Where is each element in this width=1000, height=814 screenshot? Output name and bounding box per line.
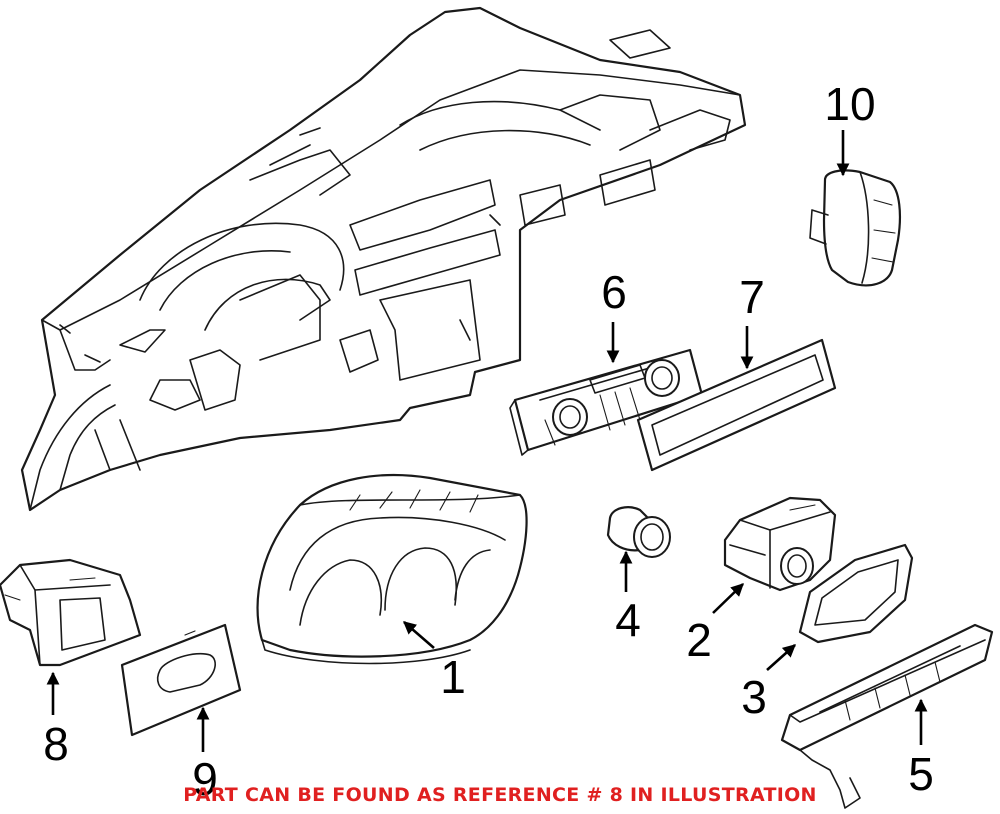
part-4-push-button: [606, 506, 671, 558]
leader-1: [403, 621, 435, 649]
leader-lines: [46, 130, 928, 752]
part-10-switch-module: [809, 169, 901, 287]
part-2-light-switch: [723, 496, 837, 592]
part-3-switch-trim: [798, 543, 914, 644]
leader-2: [712, 583, 744, 614]
callout-6: 6: [601, 266, 627, 318]
reference-notice: PART CAN BE FOUND AS REFERENCE # 8 IN IL…: [183, 784, 817, 806]
callout-2: 2: [686, 614, 712, 666]
dashboard-panel: [20, 6, 747, 512]
callout-5: 5: [908, 748, 934, 800]
leader-3: [766, 644, 796, 671]
part-1-instrument-cluster: [256, 473, 528, 665]
callout-7: 7: [739, 271, 765, 323]
callout-8: 8: [43, 718, 69, 770]
part-6-climate-control: [509, 348, 704, 456]
callout-9: 9: [192, 753, 218, 805]
part-7-trim-bezel: [636, 338, 837, 472]
callout-numbers: 1 2 3 4 5 6 7 8 9 10: [43, 78, 934, 805]
callout-1: 1: [440, 651, 466, 703]
part-5-switch-strip: [780, 623, 994, 809]
part-8-switch-block: [0, 558, 142, 667]
callout-4: 4: [615, 594, 641, 646]
part-9-cover-panel: [120, 623, 242, 737]
callout-3: 3: [741, 671, 767, 723]
callout-10: 10: [824, 78, 875, 130]
